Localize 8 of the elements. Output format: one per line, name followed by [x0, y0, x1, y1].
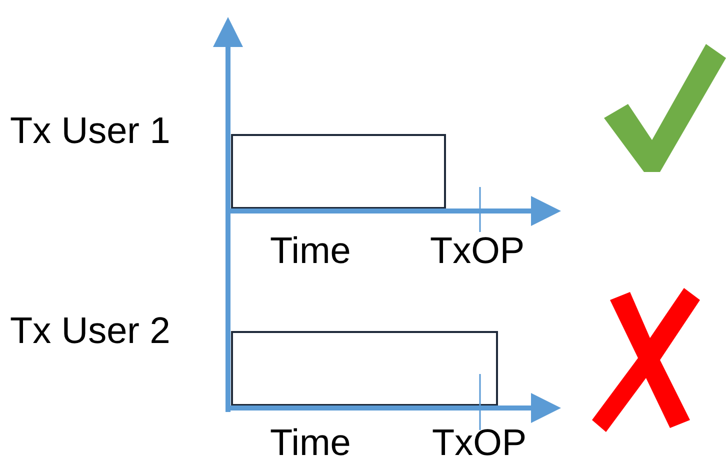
- transmission-bar: [231, 331, 498, 406]
- axis-label: TxOP: [430, 232, 525, 269]
- axis-label: Time: [270, 232, 351, 269]
- axis-label: Time: [270, 424, 351, 459]
- transmission-bar: [231, 134, 446, 209]
- axis-label: TxOP: [432, 424, 527, 459]
- row-label: Tx User 2: [10, 312, 170, 349]
- row-label: Tx User 1: [10, 112, 170, 149]
